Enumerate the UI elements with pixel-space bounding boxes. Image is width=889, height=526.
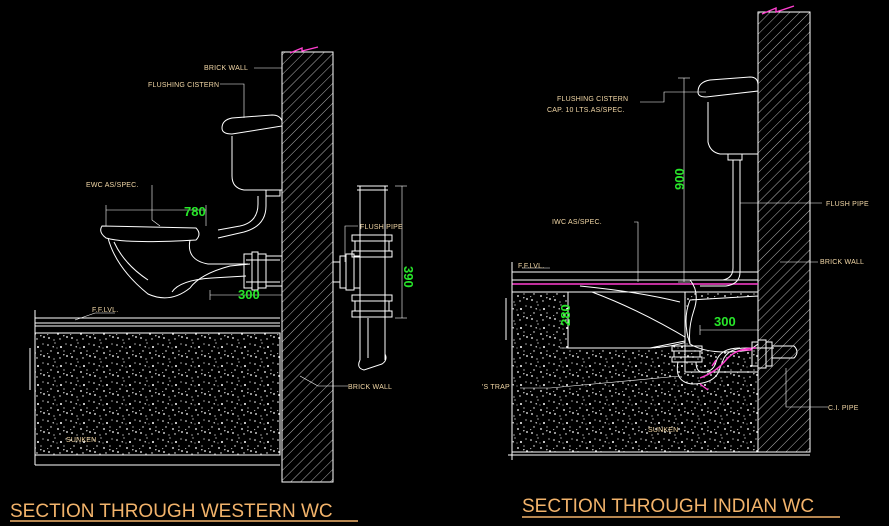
indian-dim-sunken-depth: 280 bbox=[558, 304, 573, 326]
western-label-ewc: EWC AS/SPEC. bbox=[86, 182, 139, 189]
indian-s-trap bbox=[671, 339, 798, 391]
western-dim-trap-offset: 300 bbox=[238, 287, 260, 302]
indian-label-sunken: SUNKEN bbox=[648, 427, 678, 434]
indian-label-flushing-cistern: FLUSHING CISTERN bbox=[557, 96, 628, 103]
western-label-ff-lvl: F.F.LVL. bbox=[92, 307, 118, 314]
western-brick-wall bbox=[281, 51, 334, 483]
indian-label-flush-pipe: FLUSH PIPE bbox=[826, 201, 869, 208]
indian-label-ci-pipe: C.I. PIPE bbox=[828, 405, 859, 412]
indian-wc-section: FLUSHING CISTERN CAP. 10 LTS.AS/SPEC. IW… bbox=[482, 5, 869, 518]
western-wc-section: BRICK WALL FLUSHING CISTERN EWC AS/SPEC.… bbox=[10, 46, 416, 522]
indian-cistern-body bbox=[707, 96, 759, 155]
indian-label-s-trap: 'S TRAP bbox=[482, 384, 510, 391]
indian-brick-wall bbox=[757, 11, 811, 453]
indian-dim-trap-offset: 300 bbox=[714, 314, 736, 329]
western-dim-seat-width: 780 bbox=[184, 204, 206, 219]
western-label-brick-wall-top: BRICK WALL bbox=[204, 65, 248, 72]
western-section-title: SECTION THROUGH WESTERN WC bbox=[10, 501, 333, 522]
western-label-sunken: SUNKEN bbox=[66, 437, 96, 444]
western-label-brick-wall-bottom: BRICK WALL bbox=[348, 384, 392, 391]
indian-label-iwc: IWC AS/SPEC. bbox=[552, 219, 602, 226]
indian-label-brick-wall: BRICK WALL bbox=[820, 259, 864, 266]
indian-label-ff-lvl: F.F.LVL. bbox=[518, 263, 544, 270]
indian-section-title: SECTION THROUGH INDIAN WC bbox=[522, 496, 814, 517]
western-cistern-body bbox=[231, 130, 283, 191]
indian-pan bbox=[572, 279, 697, 345]
indian-flush-pipe bbox=[701, 160, 734, 281]
western-dim-pipe-height: 390 bbox=[401, 266, 416, 288]
western-sunken-fill bbox=[34, 332, 281, 456]
western-label-flush-pipe: FLUSH PIPE bbox=[360, 224, 403, 231]
indian-wall-breakline bbox=[761, 5, 795, 15]
western-label-flushing-cistern: FLUSHING CISTERN bbox=[148, 82, 219, 89]
indian-cistern-lid bbox=[697, 76, 759, 98]
western-wall-breakline bbox=[289, 46, 319, 54]
western-seat bbox=[100, 225, 200, 243]
indian-label-cistern-cap: CAP. 10 LTS.AS/SPEC. bbox=[547, 107, 625, 114]
western-bowl bbox=[107, 237, 251, 299]
western-stack-pipe bbox=[339, 185, 393, 371]
indian-dim-cistern-height: 900 bbox=[672, 168, 687, 190]
western-cistern-lid bbox=[221, 114, 283, 135]
